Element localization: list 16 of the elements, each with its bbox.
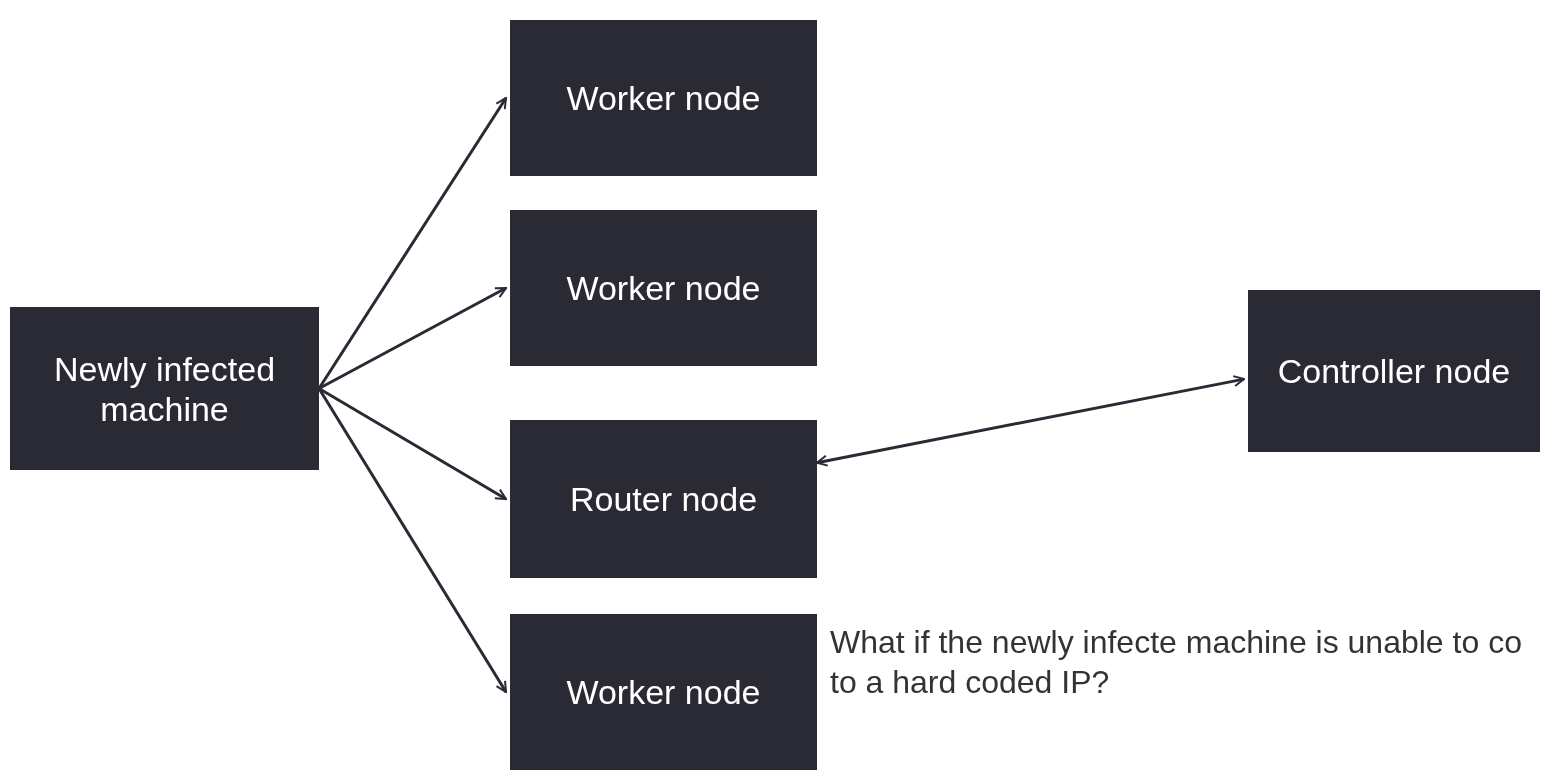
node-box — [10, 307, 319, 470]
node-label: Newly infected machine — [52, 348, 277, 429]
arrow — [816, 375, 1245, 467]
node-box — [1248, 290, 1540, 452]
node-label: Worker node — [566, 672, 761, 712]
node-box — [510, 614, 817, 770]
node-label: Router node — [569, 479, 758, 519]
arrow — [318, 387, 507, 501]
node-label: Controller node — [1277, 351, 1511, 391]
note-text: What if the newly infecte machine is unable to co to a hard coded IP? — [830, 623, 1523, 702]
node-label: Worker node — [566, 78, 761, 118]
node-box — [510, 210, 817, 366]
node-box — [510, 420, 817, 578]
node-box — [510, 20, 817, 176]
node-label: Worker node — [566, 268, 761, 308]
arrow — [318, 286, 507, 390]
